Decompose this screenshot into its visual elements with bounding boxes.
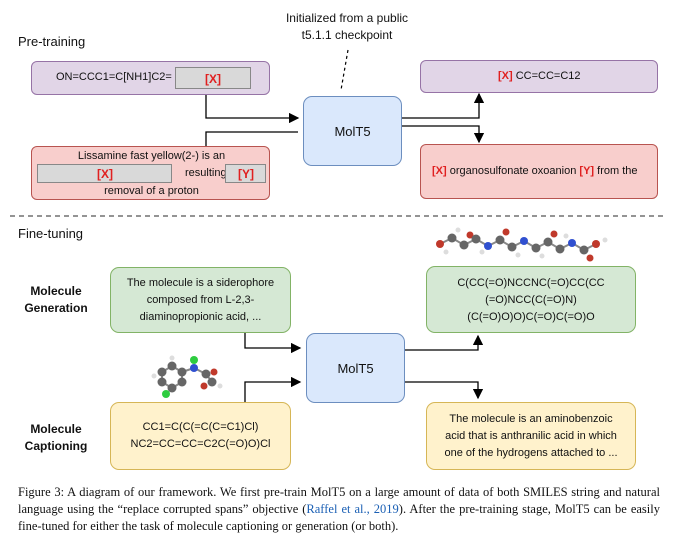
- arrow-text-in-to-model: [205, 131, 298, 146]
- text-output-text: [X] organosulfonate oxoanion [Y] from th…: [432, 165, 638, 177]
- captioning-task-label: Molecule Captioning: [24, 422, 88, 453]
- init-note-line1: Initialized from a public: [285, 11, 409, 25]
- molt5-pretrain-model: MolT5: [303, 96, 402, 166]
- cap-input-smiles-box: CC1=C(C(=C(C=C1)Cl) NC2=CC=CC=C2C(=O)O)C…: [110, 402, 291, 470]
- text-input-middle: resulting: [185, 167, 227, 179]
- smiles-input-prefix: ON=CCC1=C[NH1]C2=: [56, 71, 172, 83]
- model-label-2: MolT5: [337, 361, 374, 376]
- molecule-3d-long-icon: [436, 227, 608, 262]
- finetuning-section-label: Fine-tuning: [18, 226, 84, 241]
- pretrain-smiles-input: ON=CCC1=C[NH1]C2= [X]: [31, 61, 270, 95]
- init-note: Initialized from a public t5.1.1 checkpo…: [272, 10, 422, 44]
- generation-task-label: Molecule Generation: [24, 284, 88, 315]
- arrow-gen-in-to-model: [244, 333, 302, 354]
- pretrain-text-input: Lissamine fast yellow(2-) is an [X] resu…: [31, 146, 270, 200]
- arrow-cap-in-to-model: [244, 376, 302, 402]
- figure-caption: Figure 3: A diagram of our framework. We…: [18, 485, 660, 533]
- masked-span-x-text: [X]: [37, 164, 172, 183]
- molecule-3d-small-icon: [151, 355, 223, 398]
- molt5-finetune-model: MolT5: [306, 333, 405, 403]
- model-label: MolT5: [334, 124, 371, 139]
- pretraining-section-label: Pre-training: [18, 34, 86, 49]
- arrow-model-to-text-out: [402, 125, 485, 144]
- dashed-init-note: [340, 49, 349, 91]
- arrow-model-to-smiles-out: [402, 92, 485, 119]
- masked-span-y-text: [Y]: [225, 164, 266, 183]
- text-input-line1: Lissamine fast yellow(2-) is an: [77, 150, 226, 162]
- arrow-model-to-gen-out: [405, 334, 484, 351]
- pretrain-text-output: [X] organosulfonate oxoanion [Y] from th…: [420, 144, 658, 199]
- smiles-output-text: [X] CC=CC=C12: [498, 70, 581, 82]
- init-note-line2: t5.1.1 checkpoint: [301, 28, 393, 42]
- gen-output-smiles-box: C(CC(=O)NCCNC(=O)CC(CC (=O)NCC(C(=O)N) (…: [426, 266, 636, 333]
- pretrain-smiles-output: [X] CC=CC=C12: [420, 60, 658, 93]
- text-input-line3: removal of a proton: [104, 185, 199, 197]
- cap-output-text-box: The molecule is an aminobenzoic acid tha…: [426, 402, 636, 470]
- gen-input-text-box: The molecule is a siderophore composed f…: [110, 267, 291, 333]
- citation-link[interactable]: Raffel et al., 2019: [306, 502, 399, 516]
- arrow-model-to-cap-out: [405, 381, 484, 400]
- masked-span-x: [X]: [175, 67, 251, 89]
